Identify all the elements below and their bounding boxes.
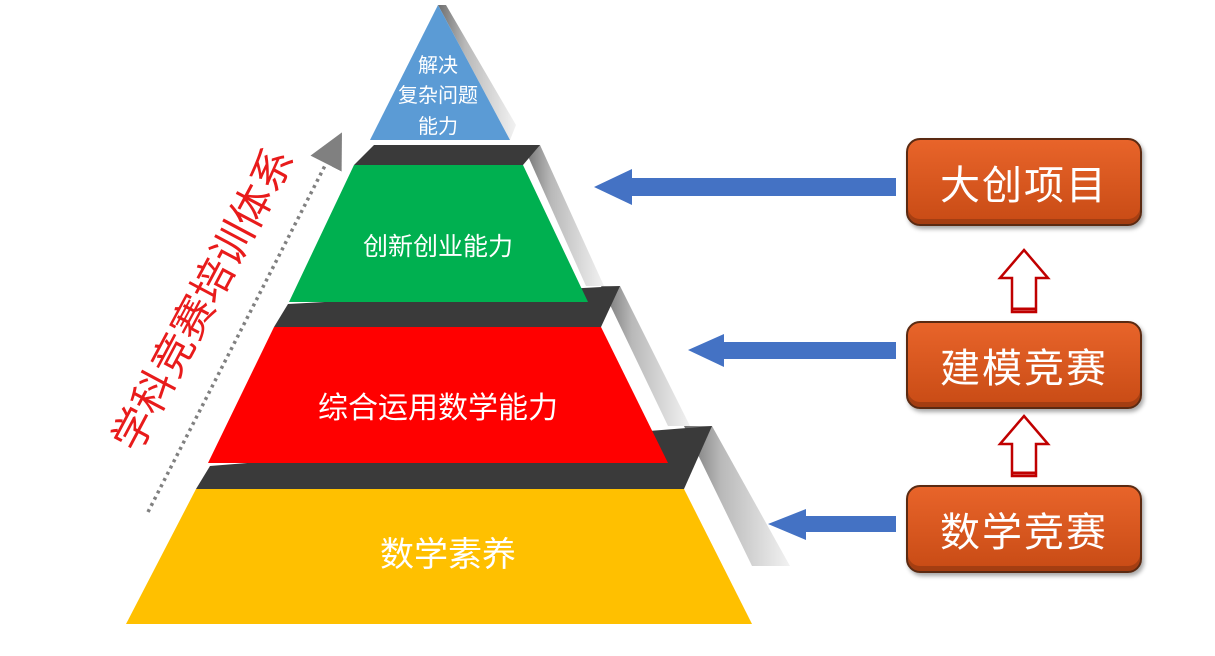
box-innovation-project: 大创项目 [906,138,1142,226]
level-4-side [684,426,790,566]
level-4-label: 数学素养 [380,535,516,575]
level-3-label: 综合运用数学能力 [318,391,558,426]
level-4-front [126,489,752,624]
apex-label-line-1: 解决 [418,53,458,77]
box-math-contest-label: 数学竞赛 [940,510,1108,556]
progression-dotted-arrow [146,132,342,513]
level-3-front [208,327,668,463]
apex-label-line-2: 复杂问题 [398,83,478,107]
level-3-side [601,286,690,426]
up-arrow-bottom [997,414,1051,478]
level-2-label: 创新创业能力 [363,232,513,261]
level-2-front [289,165,588,302]
arrow-to-level-4 [768,509,896,540]
box-modeling-contest: 建模竞赛 [906,321,1142,409]
apex-front [370,5,510,140]
box-math-contest: 数学竞赛 [906,485,1142,573]
box-innovation-project-label: 大创项目 [940,163,1108,209]
pyramid-level-2: 创新创业能力 [289,145,604,302]
box-modeling-contest-label: 建模竞赛 [940,346,1108,392]
arrow-to-level-3 [688,334,896,367]
up-arrow-top [997,248,1051,314]
pyramid-apex: 解决 复杂问题 能力 [370,5,516,140]
level-2-side [523,145,604,286]
pyramid-level-3: 综合运用数学能力 [208,286,690,463]
level-2-top-face [354,145,540,165]
apex-side [438,5,516,140]
apex-label-line-3: 能力 [418,114,458,138]
arrow-to-level-2 [594,169,896,205]
